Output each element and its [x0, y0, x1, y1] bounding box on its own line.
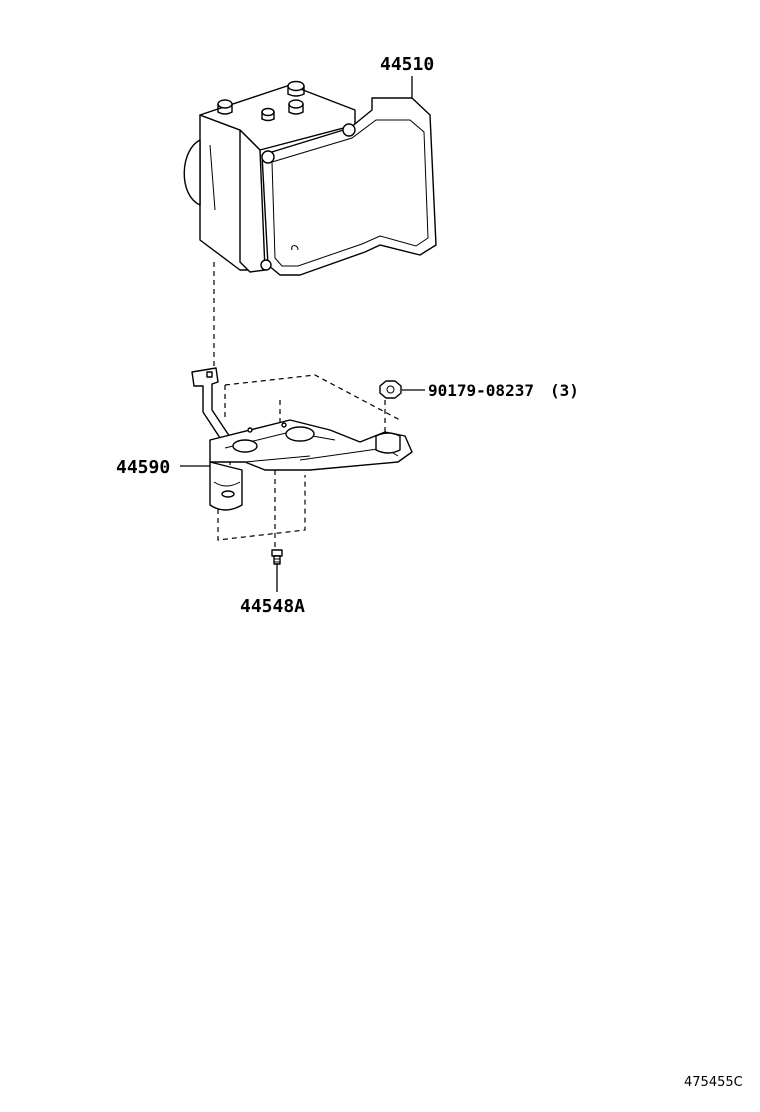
alignment-lines [213, 262, 401, 548]
part-number-bracket: 44590 [116, 457, 170, 478]
illustration-reference: 475455C [684, 1075, 743, 1090]
part-number-bolt: 44548A [240, 596, 305, 617]
bolt-illustration [271, 549, 283, 565]
part-number-actuator: 44510 [380, 54, 434, 75]
part-number-nut: 90179-08237 [428, 381, 534, 400]
part-quantity-nut: (3) [550, 381, 579, 400]
bracket-illustration [191, 367, 413, 511]
abs-actuator-illustration [183, 80, 437, 276]
nut-illustration [379, 380, 402, 399]
